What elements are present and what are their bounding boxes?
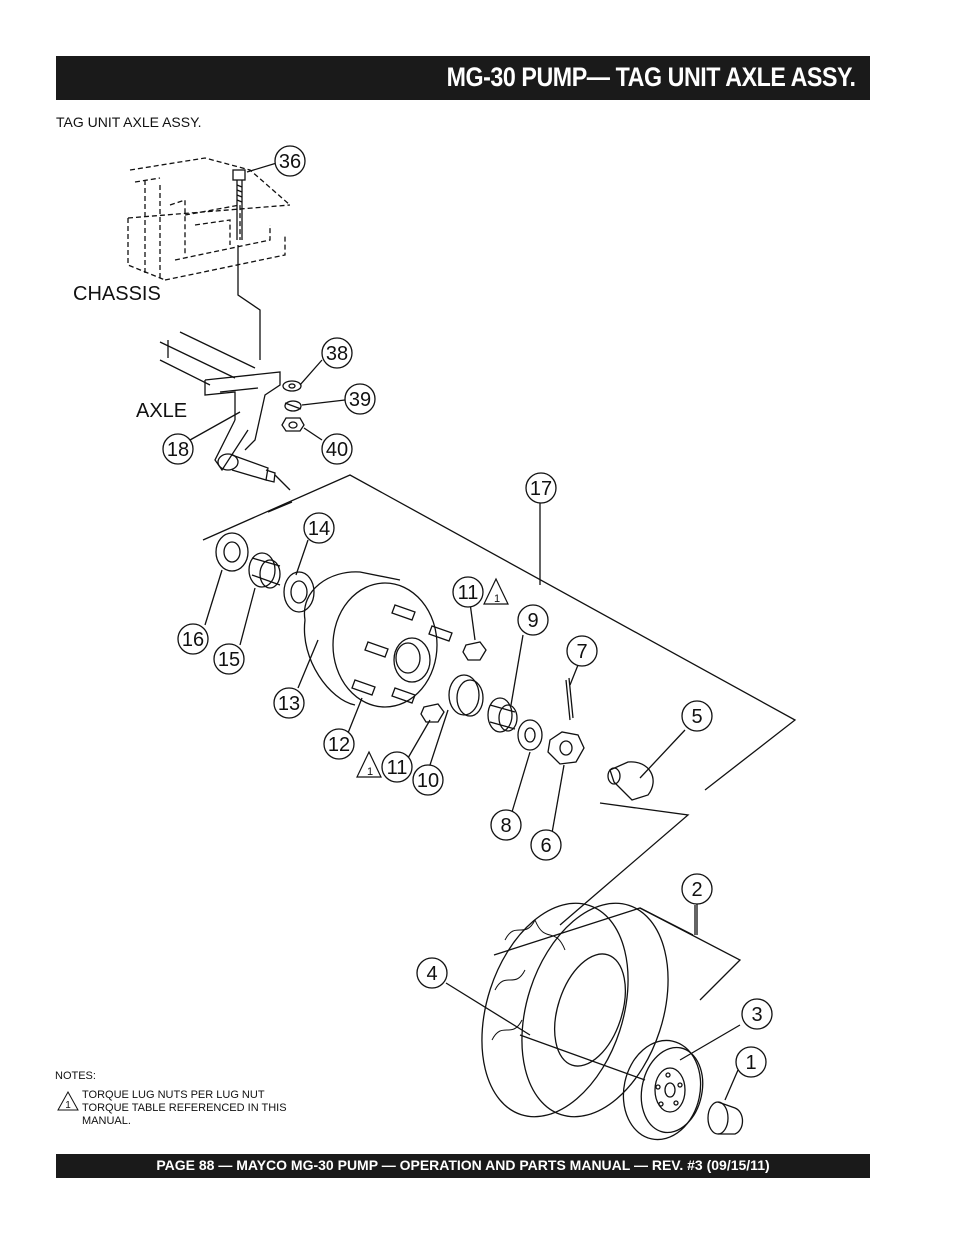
callout-8-text: 8 [500,815,511,837]
header-bar: MG-30 PUMP— TAG UNIT AXLE ASSY. [56,56,870,100]
bolt-drawing [232,169,246,240]
chassis-label: CHASSIS [73,283,161,305]
callout-10 [412,764,444,796]
callout-17-text: 17 [530,478,552,500]
section-subtitle: TAG UNIT AXLE ASSY. [56,114,202,130]
callout-18 [162,433,194,465]
callout-8 [490,809,522,841]
chassis-bracket-drawing [127,157,291,281]
outer-bearing-drawing [487,697,513,733]
callout-40 [321,433,353,465]
axle-tube-drawing [159,331,281,451]
callout-2 [681,873,713,905]
callout-1 [735,1046,767,1078]
callout-7-text: 7 [576,641,587,663]
callout-38-text: 38 [326,343,348,365]
warning-symbol-text: 1 [494,593,500,605]
hub-cap-drawing [707,1101,744,1135]
callout-1-text: 1 [745,1052,756,1074]
grease-seal-drawing [215,532,249,572]
dust-cap-drawing [609,761,654,801]
outer-race-drawing [448,674,480,716]
callout-36 [274,145,306,177]
callout-13-text: 13 [278,693,300,715]
spindle-drawing [214,419,291,491]
callout-38 [321,337,353,369]
castle-nut-drawing [547,731,585,765]
note-text: TORQUE LUG NUTS PER LUG NUT TORQUE TABLE… [82,1089,287,1127]
callout-11b-text: 11 [387,757,408,779]
callout-4 [416,957,448,989]
callout-16 [177,623,209,655]
nut-40-drawing [281,417,305,432]
callout-39-text: 39 [349,389,371,411]
callout-7 [566,635,598,667]
callout-9-text: 9 [527,610,538,632]
warning-triangle-icon [483,577,509,605]
callout-4-text: 4 [426,963,437,985]
inner-bearing-drawing [248,552,276,588]
callout-40-text: 40 [326,439,348,461]
lug-nut-drawing [420,703,445,723]
page-title: MG-30 PUMP— TAG UNIT AXLE ASSY. [447,62,856,92]
callout-13 [273,687,305,719]
callout-11b [381,751,413,783]
tire-drawing [481,902,669,1118]
warning-symbol-text: 1 [367,766,373,778]
callout-17 [525,472,557,504]
callout-15 [213,643,245,675]
callout-5 [681,700,713,732]
callout-14 [303,512,335,544]
callout-36-text: 36 [279,151,301,173]
lock-washer-drawing [284,400,302,412]
callout-12-text: 12 [328,734,350,756]
callout-11a [452,576,484,608]
lug-nut-drawing [462,641,487,661]
hub-drawing [303,571,438,708]
footer-bar: PAGE 88 — MAYCO MG-30 PUMP — OPERATION A… [56,1154,870,1178]
callout-39 [344,383,376,415]
callout-14-text: 14 [308,518,330,540]
callout-12 [323,728,355,760]
note-symbol-text: 1 [65,1100,71,1111]
wheel-rim-drawing [622,1039,704,1141]
flat-washer-drawing [282,380,302,392]
footer-text: PAGE 88 — MAYCO MG-30 PUMP — OPERATION A… [156,1157,770,1173]
callout-16-text: 16 [182,629,204,651]
callout-2-text: 2 [691,879,702,901]
axle-label: AXLE [136,400,187,422]
callout-5-text: 5 [691,706,702,728]
callout-10-text: 10 [417,770,439,792]
callout-6 [530,829,562,861]
cotter-pin-drawing [565,677,574,721]
bearing-race-drawing [283,571,315,613]
wheel-studs-drawing [351,604,453,704]
warning-triangle-icon [356,750,382,778]
callout-6-text: 6 [540,835,551,857]
callout-15-text: 15 [218,649,240,671]
notes-section: NOTES: 1 TORQUE LUG NUTS PER LUG NUT TOR… [55,1070,287,1127]
callout-3 [741,998,773,1030]
callout-3-text: 3 [751,1004,762,1026]
spindle-washer-drawing [517,719,543,751]
callout-9 [517,604,549,636]
callout-18-text: 18 [167,439,189,461]
notes-heading: NOTES: [55,1070,96,1082]
warning-triangle-icon: 1 [57,1091,79,1111]
callout-11a-text: 11 [458,582,479,604]
